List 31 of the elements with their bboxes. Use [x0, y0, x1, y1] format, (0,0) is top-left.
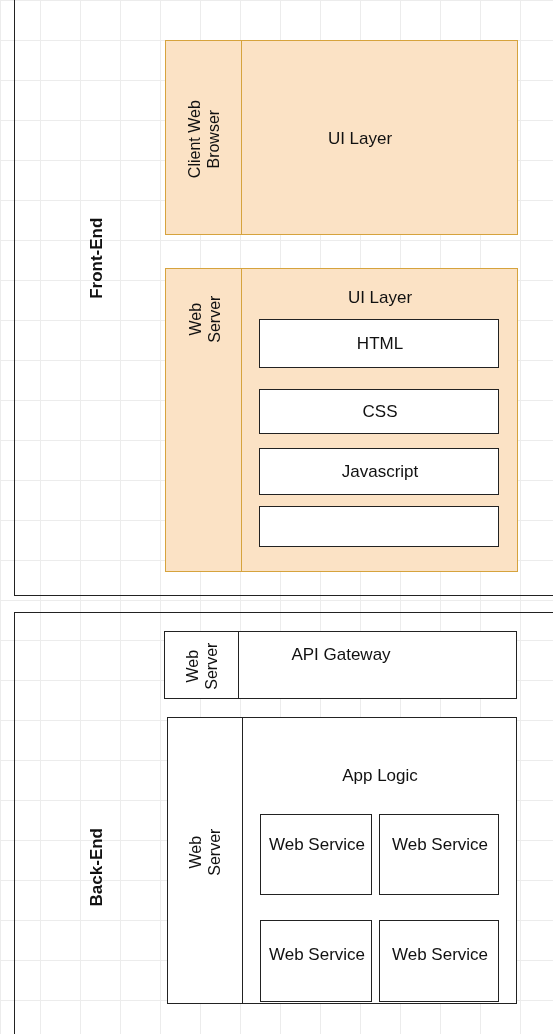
component-box: [260, 814, 372, 895]
component-label: Web Service: [267, 945, 367, 966]
component-box: [259, 389, 499, 434]
component-label: API Gateway: [290, 645, 392, 666]
component-label: CSS: [361, 402, 399, 423]
component-label: Web Service: [390, 945, 490, 966]
section-title: Front-End: [86, 216, 107, 301]
component-label: Javascript: [340, 462, 420, 483]
component-box: [379, 814, 499, 895]
component-label: UI Layer: [346, 288, 414, 309]
component-label: App Logic: [341, 766, 419, 787]
component-label: HTML: [355, 334, 405, 355]
vertical-label: Web Server: [185, 827, 224, 878]
layer-container: [165, 40, 518, 235]
component-label: Web Service: [390, 835, 490, 856]
section-panel: [14, 612, 553, 1034]
vertical-label: Client Web Browser: [184, 99, 223, 181]
section-title: Back-End: [86, 827, 107, 909]
component-box: [259, 448, 499, 495]
component-box: [260, 920, 372, 1002]
component-box: [167, 717, 517, 1004]
vertical-label: Web Server: [185, 294, 224, 345]
section-panel: [14, 0, 553, 596]
layer-container: [165, 268, 518, 572]
box: [259, 506, 499, 547]
vertical-label: Web Server: [182, 641, 221, 692]
component-box: [164, 631, 517, 699]
component-box: [259, 319, 499, 368]
component-label: UI Layer: [326, 129, 394, 150]
component-box: [379, 920, 499, 1002]
component-label: Web Service: [267, 835, 367, 856]
